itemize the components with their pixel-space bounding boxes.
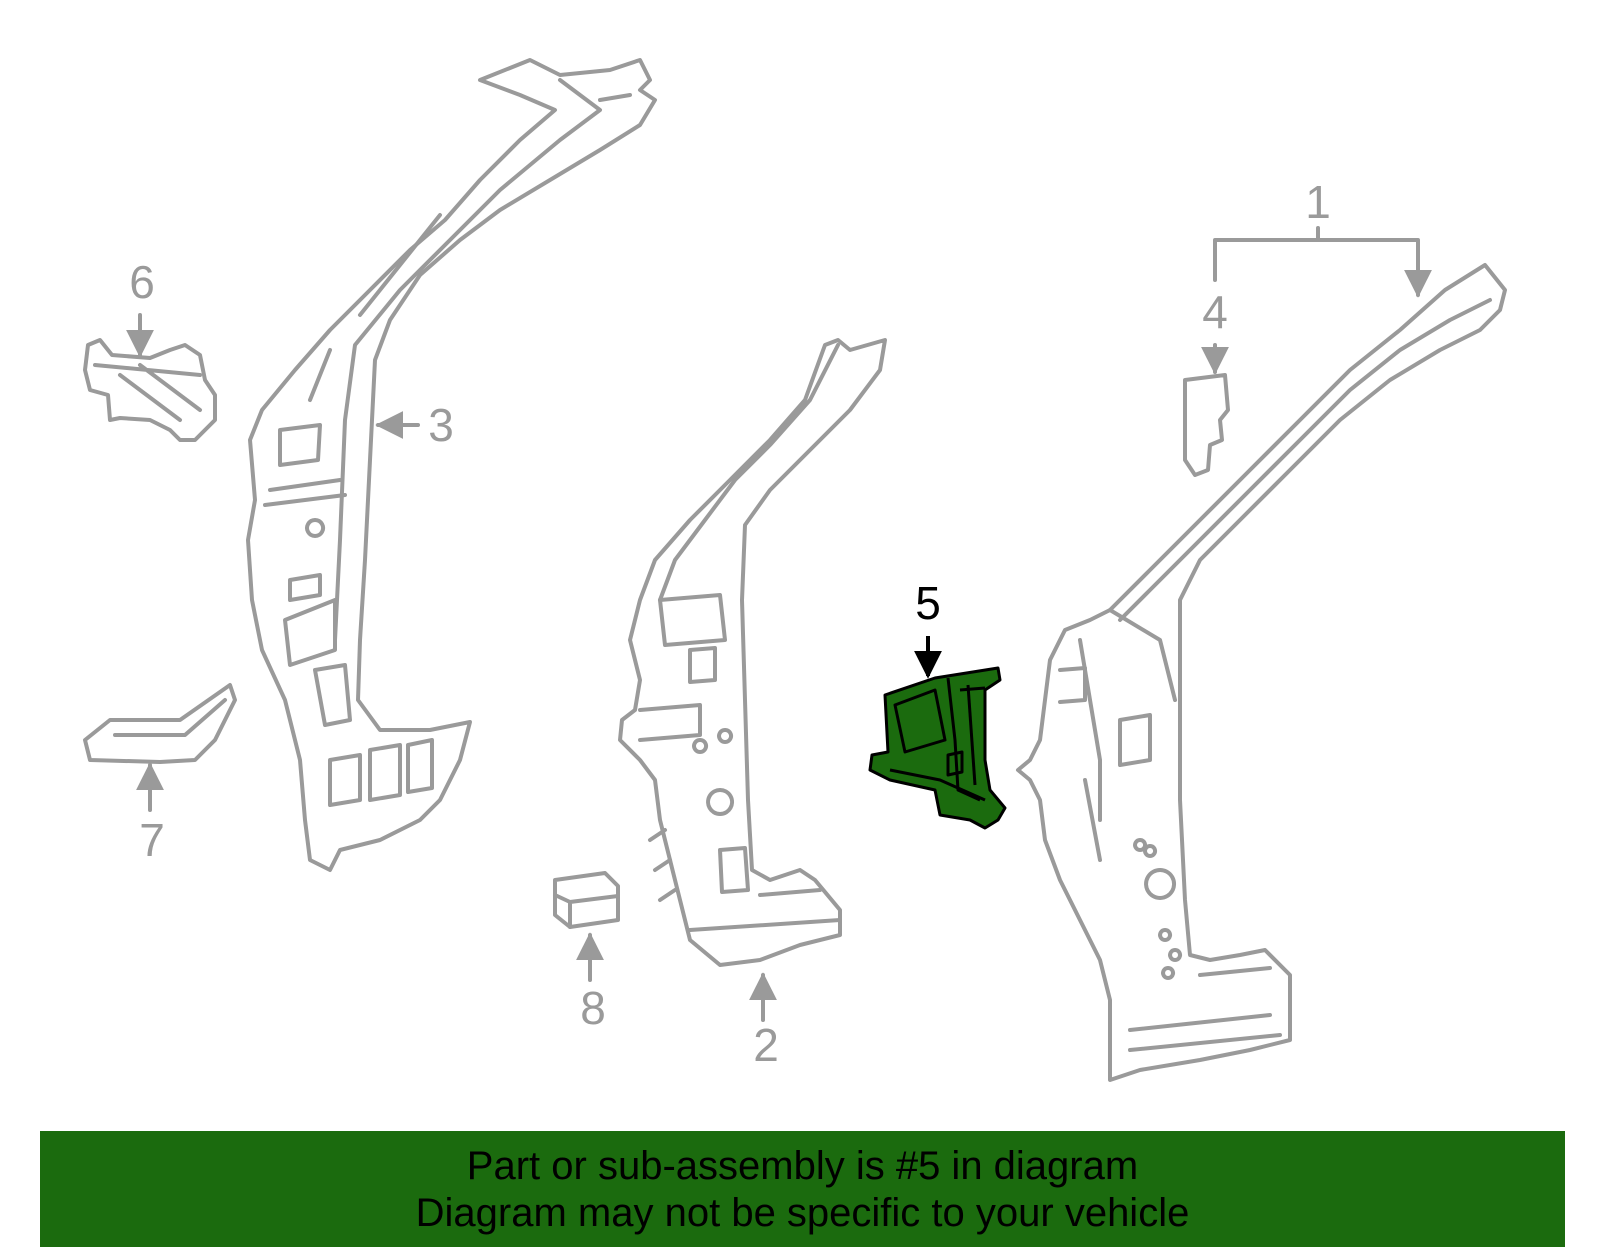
callout-3[interactable]: 3 [428, 399, 454, 451]
banner-line-disclaimer: Diagram may not be specific to your vehi… [415, 1191, 1190, 1235]
part-3-pillar[interactable] [246, 58, 657, 872]
callout-5-highlighted[interactable]: 5 [915, 577, 941, 629]
parts-diagram [83, 58, 1507, 1082]
part-6-bracket[interactable] [83, 338, 217, 442]
part-7-bracket[interactable] [83, 683, 237, 764]
leader-1-bracket [1213, 238, 1432, 298]
part-4-bracket[interactable] [1183, 373, 1230, 477]
info-banner: Part or sub-assembly is #5 in diagram Di… [40, 1131, 1565, 1247]
callout-1[interactable]: 1 [1305, 176, 1331, 228]
callout-4[interactable]: 4 [1202, 286, 1228, 338]
part-8-block[interactable] [553, 871, 620, 929]
part-2-pillar[interactable] [618, 338, 887, 967]
callout-2[interactable]: 2 [753, 1019, 779, 1071]
part-1-pillar[interactable] [1016, 263, 1507, 1082]
part-5-highlighted[interactable] [868, 666, 1007, 830]
banner-line-part-number: Part or sub-assembly is #5 in diagram [466, 1144, 1139, 1188]
callout-7[interactable]: 7 [139, 814, 165, 866]
callout-6[interactable]: 6 [129, 256, 155, 308]
callout-8[interactable]: 8 [580, 982, 606, 1034]
